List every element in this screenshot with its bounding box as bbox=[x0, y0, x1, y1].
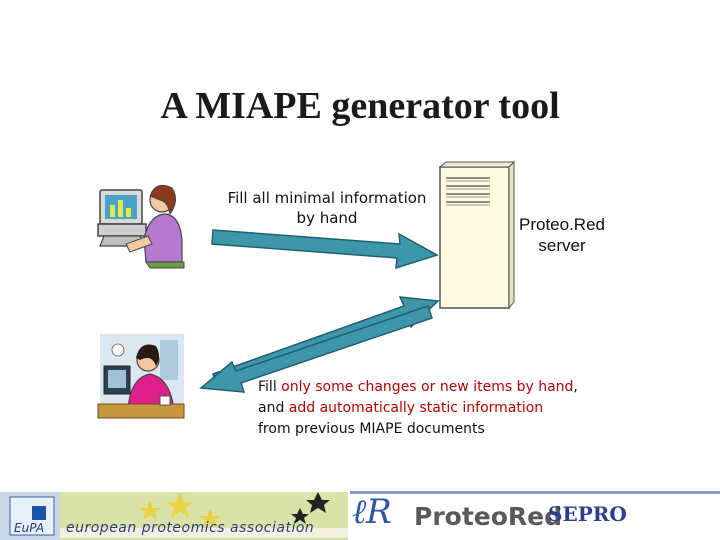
highlight-manual-changes: only some changes or new items by hand bbox=[281, 379, 574, 395]
manual-fill-label: Fill all minimal information by hand bbox=[222, 188, 432, 228]
eupa-name: european proteomics association bbox=[66, 520, 315, 536]
manual-fill-label-line1: Fill all minimal information bbox=[227, 189, 427, 207]
highlight-auto-static: add automatically static information bbox=[288, 400, 544, 416]
user-at-computer-icon bbox=[97, 184, 185, 269]
auto-fill-note: Fill only some changes or new items by h… bbox=[258, 377, 678, 440]
proteored-logo-mark: ℓR bbox=[352, 492, 392, 532]
auto-fill-note-line2: and add automatically static information bbox=[258, 400, 544, 416]
auto-fill-note-line1: Fill only some changes or new items by h… bbox=[258, 379, 578, 395]
page-title: A MIAPE generator tool bbox=[160, 85, 560, 127]
proteored-name: ProteoRed bbox=[414, 502, 563, 531]
auto-fill-note-line3: from previous MIAPE documents bbox=[258, 421, 485, 437]
server-label-line1: Proteo.Red bbox=[519, 215, 605, 234]
server-label: Proteo.Red server bbox=[512, 214, 612, 256]
sepro-name: SEPRO bbox=[548, 502, 627, 526]
manual-fill-label-line2: by hand bbox=[296, 209, 358, 227]
eupa-logo-text: EuPA bbox=[14, 521, 45, 535]
server-icon bbox=[438, 160, 516, 310]
manual-fill-arrow bbox=[211, 229, 439, 270]
footer-logo-band bbox=[0, 490, 720, 540]
user-at-desk-icon bbox=[97, 334, 185, 419]
auto-fill-arrow bbox=[199, 305, 433, 393]
server-label-line2: server bbox=[538, 236, 586, 255]
